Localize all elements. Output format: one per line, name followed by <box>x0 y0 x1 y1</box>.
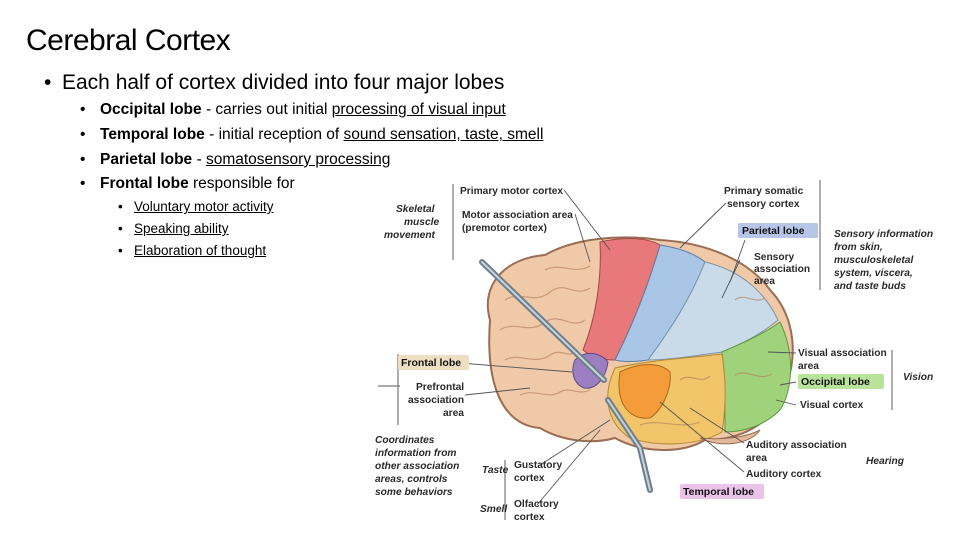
label-motor-assoc-1: Motor association area <box>462 210 573 221</box>
lobe-sep: - initial reception of <box>204 126 344 143</box>
lobe-sep: - <box>192 151 206 168</box>
leader-lines <box>459 189 797 506</box>
label-vision: Vision <box>903 372 933 383</box>
label-skeletal-3: movement <box>384 230 436 241</box>
label-temporal-lobe: Temporal lobe <box>683 486 754 498</box>
label-skeletal-2: muscle <box>404 217 439 228</box>
lobe-sep: - carries out initial <box>201 101 332 118</box>
pill-occipital <box>798 374 884 389</box>
frontal-function-item: • Elaboration of thought <box>118 243 266 258</box>
label-coord-2: information from <box>375 448 457 459</box>
label-auditory-assoc-1: Auditory association <box>746 440 847 451</box>
label-visual-assoc-1: Visual association <box>798 348 887 359</box>
label-coord-5: some behaviors <box>375 487 453 498</box>
lobe-detail: sound sensation, taste, smell <box>343 126 544 143</box>
lobe-name: Frontal lobe <box>100 175 189 192</box>
label-hearing: Hearing <box>866 456 905 467</box>
label-primary-somatic-1: Primary somatic <box>724 186 804 197</box>
label-gustatory-1: Gustatory <box>514 460 562 471</box>
label-sensory-info-4: system, viscera, <box>834 268 913 279</box>
label-olfactory-2: cortex <box>514 512 545 523</box>
lobe-detail: somatosensory processing <box>205 151 391 168</box>
bullet-icon: • <box>118 243 123 258</box>
bullet-icon: • <box>80 151 86 168</box>
lobe-item-parietal: • Parietal lobe - somatosensory processin… <box>80 151 390 169</box>
frontal-function-text: Voluntary motor activity <box>134 199 274 214</box>
slide-title: Cerebral Cortex <box>26 24 231 57</box>
label-auditory-assoc-2: area <box>746 453 767 464</box>
label-skeletal-1: Skeletal <box>396 204 435 215</box>
pill-temporal <box>680 484 764 499</box>
label-visual-assoc-2: area <box>798 361 819 372</box>
label-sensory-info-3: musculoskeletal <box>834 255 913 266</box>
label-prefrontal-3: area <box>443 408 464 419</box>
label-coord-4: areas, controls <box>375 474 448 485</box>
lobe-name: Occipital lobe <box>100 101 202 118</box>
pill-frontal <box>398 355 469 370</box>
lobe-item-temporal: • Temporal lobe - initial reception of so… <box>80 126 543 144</box>
label-coord-3: other association <box>375 461 459 472</box>
probe-pointer-upper-highlight <box>481 261 605 381</box>
label-sensory-info-2: from skin, <box>834 242 883 253</box>
label-motor-assoc-2: (premotor cortex) <box>462 223 547 234</box>
lobe-detail: processing of visual input <box>331 101 506 118</box>
label-sensory-assoc-1: Sensory <box>754 252 795 263</box>
label-auditory-cortex: Auditory cortex <box>746 469 822 480</box>
label-sensory-info-5: and taste buds <box>834 281 906 292</box>
frontal-function-item: • Voluntary motor activity <box>118 199 274 214</box>
label-occipital-lobe: Occipital lobe <box>801 376 870 388</box>
lobe-sep: responsible for <box>188 175 295 192</box>
label-sensory-assoc-3: area <box>754 276 775 287</box>
auditory-region <box>618 364 671 419</box>
bullet-icon: • <box>80 175 86 192</box>
label-primary-motor: Primary motor cortex <box>460 186 563 197</box>
lobe-item-frontal: • Frontal lobe responsible for <box>80 175 295 193</box>
probe-pointer-lower-highlight <box>607 399 651 491</box>
frontal-function-text: Speaking ability <box>134 221 229 236</box>
bullet-icon: • <box>80 101 86 118</box>
bullet-icon: • <box>44 71 52 94</box>
lobe-name: Temporal lobe <box>100 126 205 143</box>
bullet-icon: • <box>118 199 123 214</box>
label-olfactory-1: Olfactory <box>514 499 559 510</box>
frontal-function-text: Elaboration of thought <box>134 243 267 258</box>
pill-parietal <box>738 223 818 238</box>
label-prefrontal-1: Prefrontal <box>416 382 464 393</box>
lobe-name: Parietal lobe <box>100 151 193 168</box>
cerebellum <box>699 429 761 445</box>
bullet-icon: • <box>80 126 86 143</box>
label-sensory-info-1: Sensory information <box>834 229 933 240</box>
label-sensory-assoc-2: association <box>754 264 810 275</box>
label-smell: Smell <box>480 504 507 515</box>
main-bullet-text: Each half of cortex divided into four ma… <box>62 71 505 94</box>
label-taste: Taste <box>482 465 509 476</box>
label-primary-somatic-2: sensory cortex <box>727 199 800 210</box>
label-frontal-lobe: Frontal lobe <box>401 357 461 369</box>
label-coord-1: Coordinates <box>375 435 435 446</box>
label-prefrontal-2: association <box>408 395 464 406</box>
label-parietal-lobe: Parietal lobe <box>742 225 805 237</box>
label-gustatory-2: cortex <box>514 473 545 484</box>
main-bullet: • Each half of cortex divided into four m… <box>44 71 504 95</box>
lobe-item-occipital: • Occipital lobe - carries out initial pr… <box>80 101 506 119</box>
frontal-function-item: • Speaking ability <box>118 221 229 236</box>
label-visual-cortex: Visual cortex <box>800 400 864 411</box>
bullet-icon: • <box>118 221 123 236</box>
